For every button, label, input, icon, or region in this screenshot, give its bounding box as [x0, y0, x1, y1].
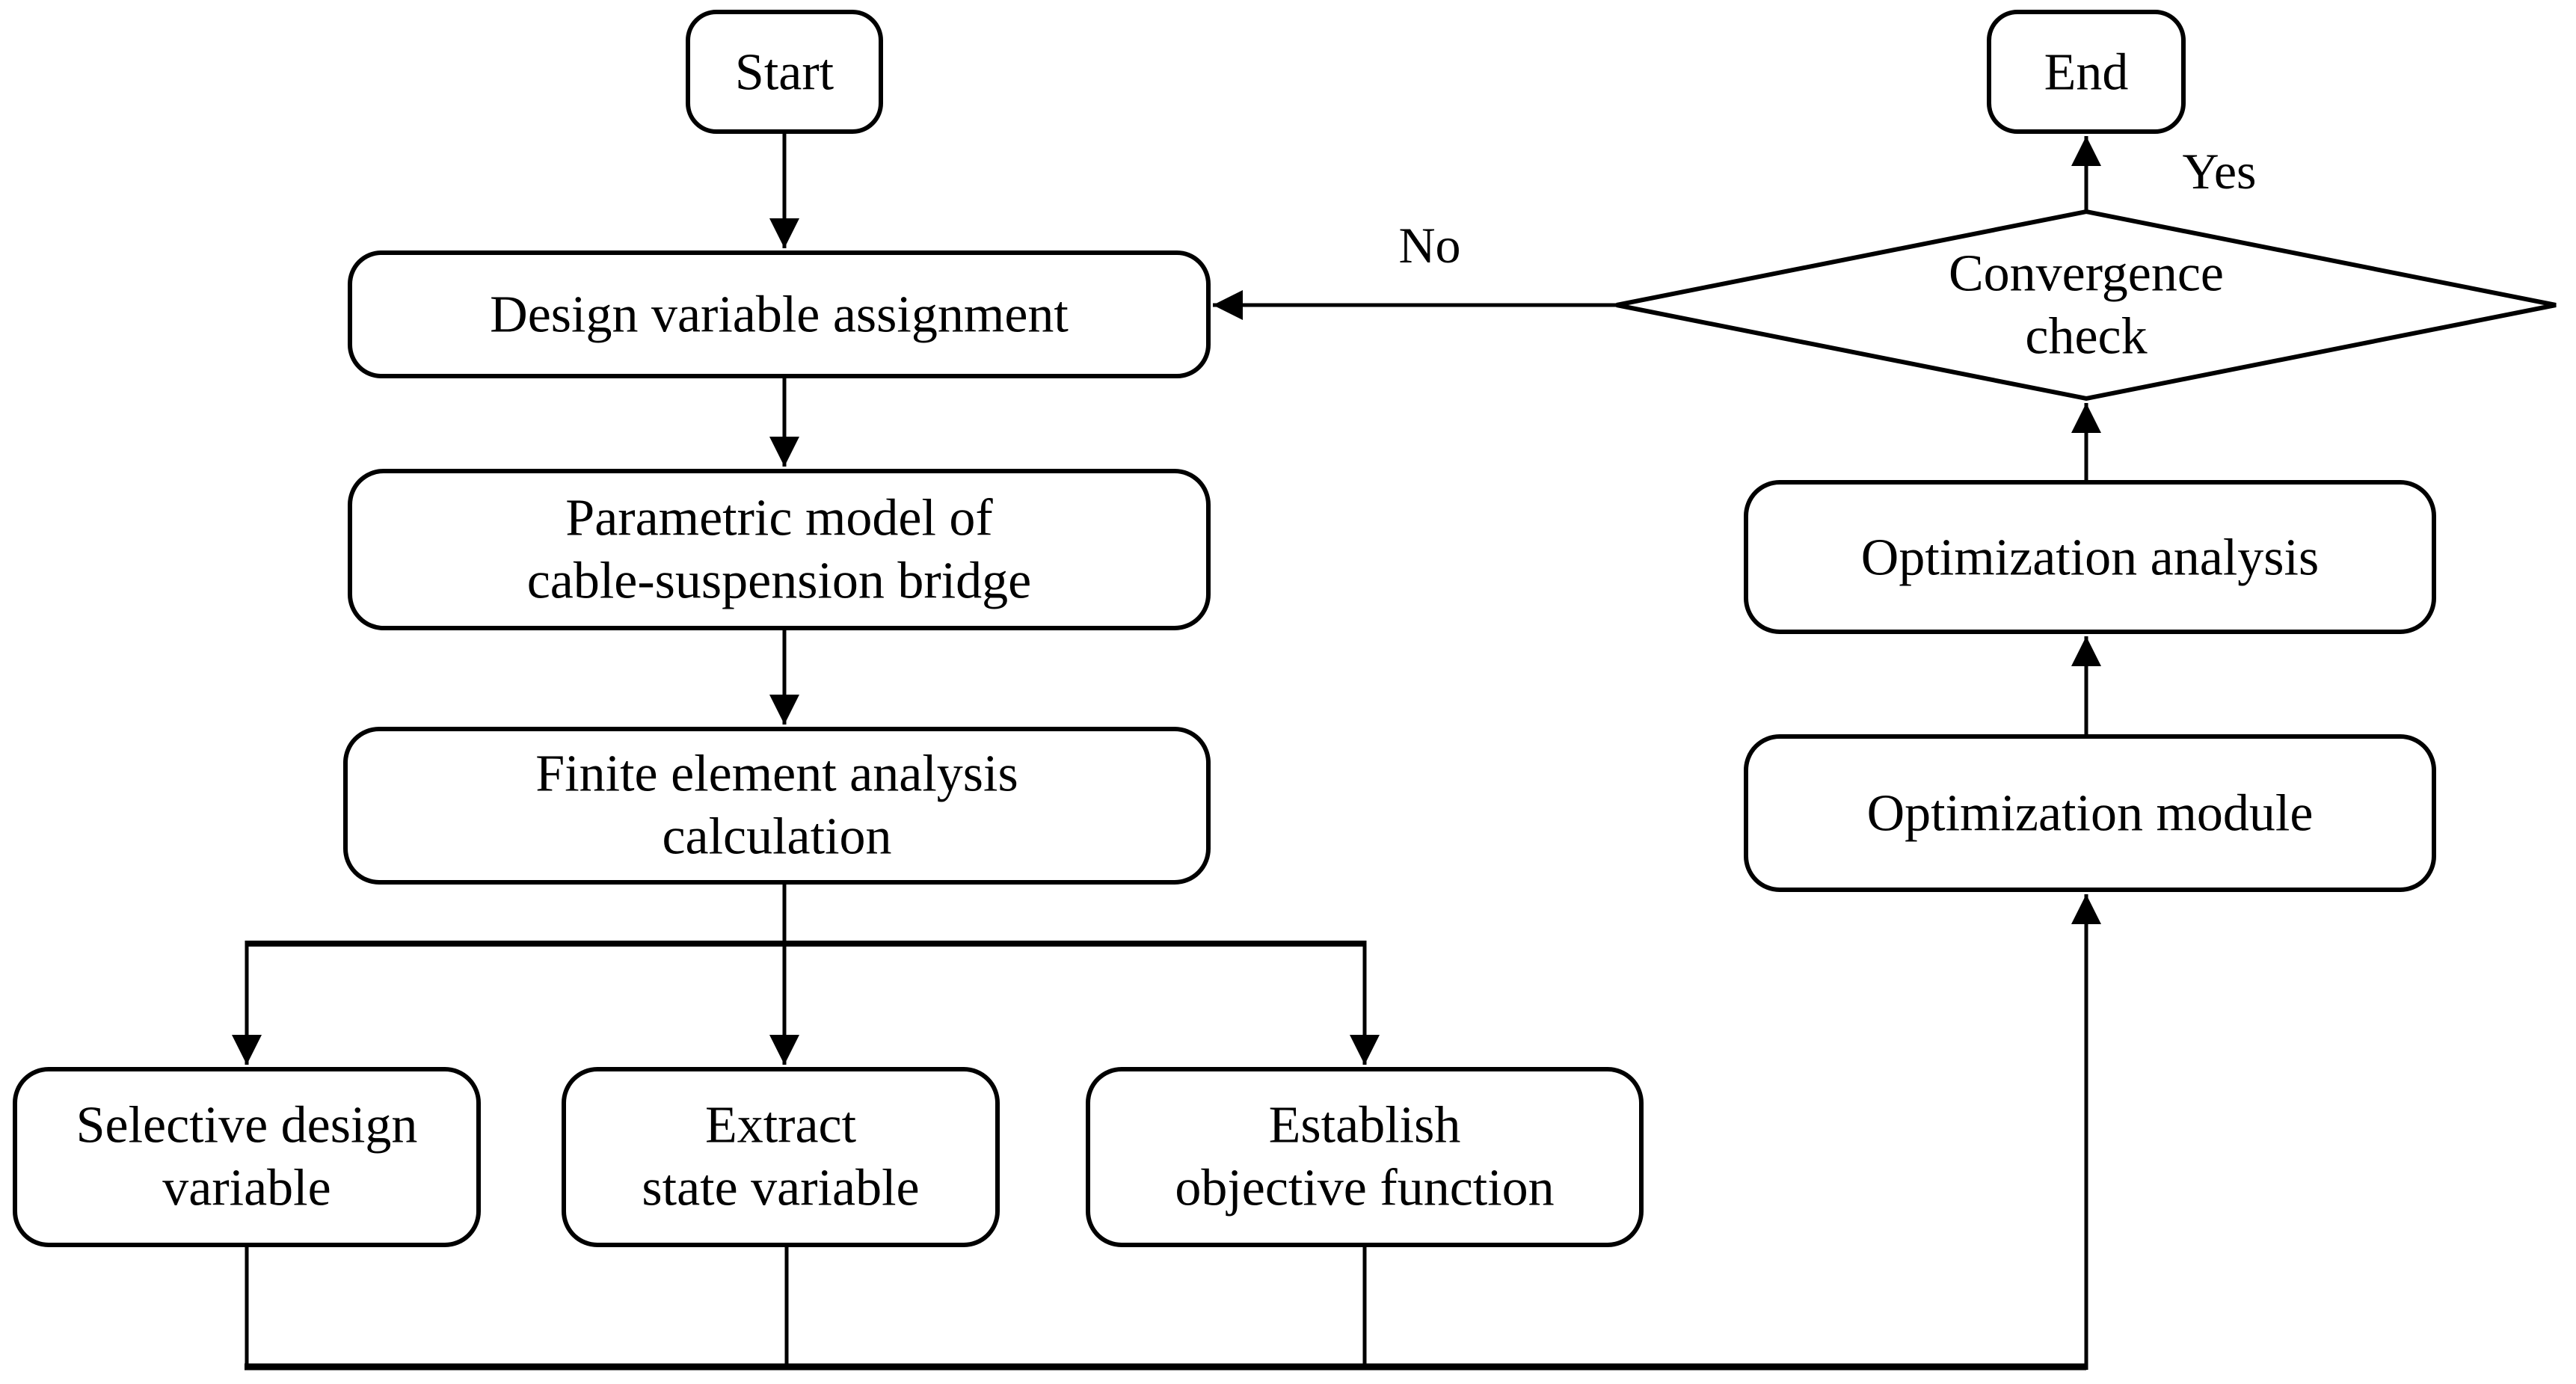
design-variable-assignment-label: Design variable assignment	[490, 286, 1069, 344]
node-end: End	[1987, 10, 2186, 134]
extract-state-variable-shape	[562, 1067, 1000, 1247]
establish-objective-function-shape	[1086, 1067, 1644, 1247]
extract-state-variable-label-line1: Extract	[705, 1097, 857, 1154]
parametric-model-label-line1: Parametric model of	[565, 490, 993, 547]
optimization-analysis-shape	[1744, 480, 2436, 634]
edge-label-no: No	[1398, 217, 1460, 274]
node-start: Start	[686, 10, 883, 134]
selective-design-variable-shape	[13, 1067, 481, 1247]
optimization-analysis-label: Optimization analysis	[1861, 529, 2319, 587]
optimization-module-label: Optimization module	[1867, 785, 2314, 843]
finite-element-analysis-label-line2: calculation	[662, 808, 891, 866]
node-selective-design-variable: Selective design variable	[13, 1067, 481, 1247]
establish-objective-function-label-line2: objective function	[1175, 1160, 1554, 1217]
end-label: End	[2044, 44, 2129, 102]
optimization-module-shape	[1744, 734, 2436, 892]
convergence-check-label-line1: Convergence	[1949, 245, 2224, 303]
node-establish-objective-function: Establish objective function	[1086, 1067, 1644, 1247]
node-design-variable-assignment: Design variable assignment	[348, 250, 1211, 378]
end-terminator-shape	[1987, 10, 2186, 134]
start-terminator-shape	[686, 10, 883, 134]
node-convergence-check: Convergence check	[1616, 209, 2557, 402]
finite-element-analysis-shape	[343, 727, 1211, 885]
selective-design-variable-label-line1: Selective design	[76, 1097, 418, 1154]
node-parametric-model: Parametric model of cable-suspension bri…	[348, 469, 1211, 630]
edges	[232, 132, 2101, 1371]
convergence-check-label-line2: check	[2025, 308, 2147, 366]
node-optimization-module: Optimization module	[1744, 734, 2436, 892]
node-extract-state-variable: Extract state variable	[562, 1067, 1000, 1247]
edge-label-yes: Yes	[2183, 143, 2257, 200]
node-optimization-analysis: Optimization analysis	[1744, 480, 2436, 634]
parametric-model-shape	[348, 469, 1211, 630]
node-finite-element-analysis: Finite element analysis calculation	[343, 727, 1211, 885]
parametric-model-label-line2: cable-suspension bridge	[527, 553, 1032, 610]
design-variable-assignment-shape	[348, 250, 1211, 378]
selective-design-variable-label-line2: variable	[162, 1160, 331, 1217]
convergence-check-diamond-shape	[1616, 209, 2557, 402]
extract-state-variable-label-line2: state variable	[642, 1160, 919, 1217]
start-label: Start	[735, 44, 834, 102]
establish-objective-function-label-line1: Establish	[1269, 1097, 1461, 1154]
finite-element-analysis-label-line1: Finite element analysis	[535, 745, 1018, 803]
